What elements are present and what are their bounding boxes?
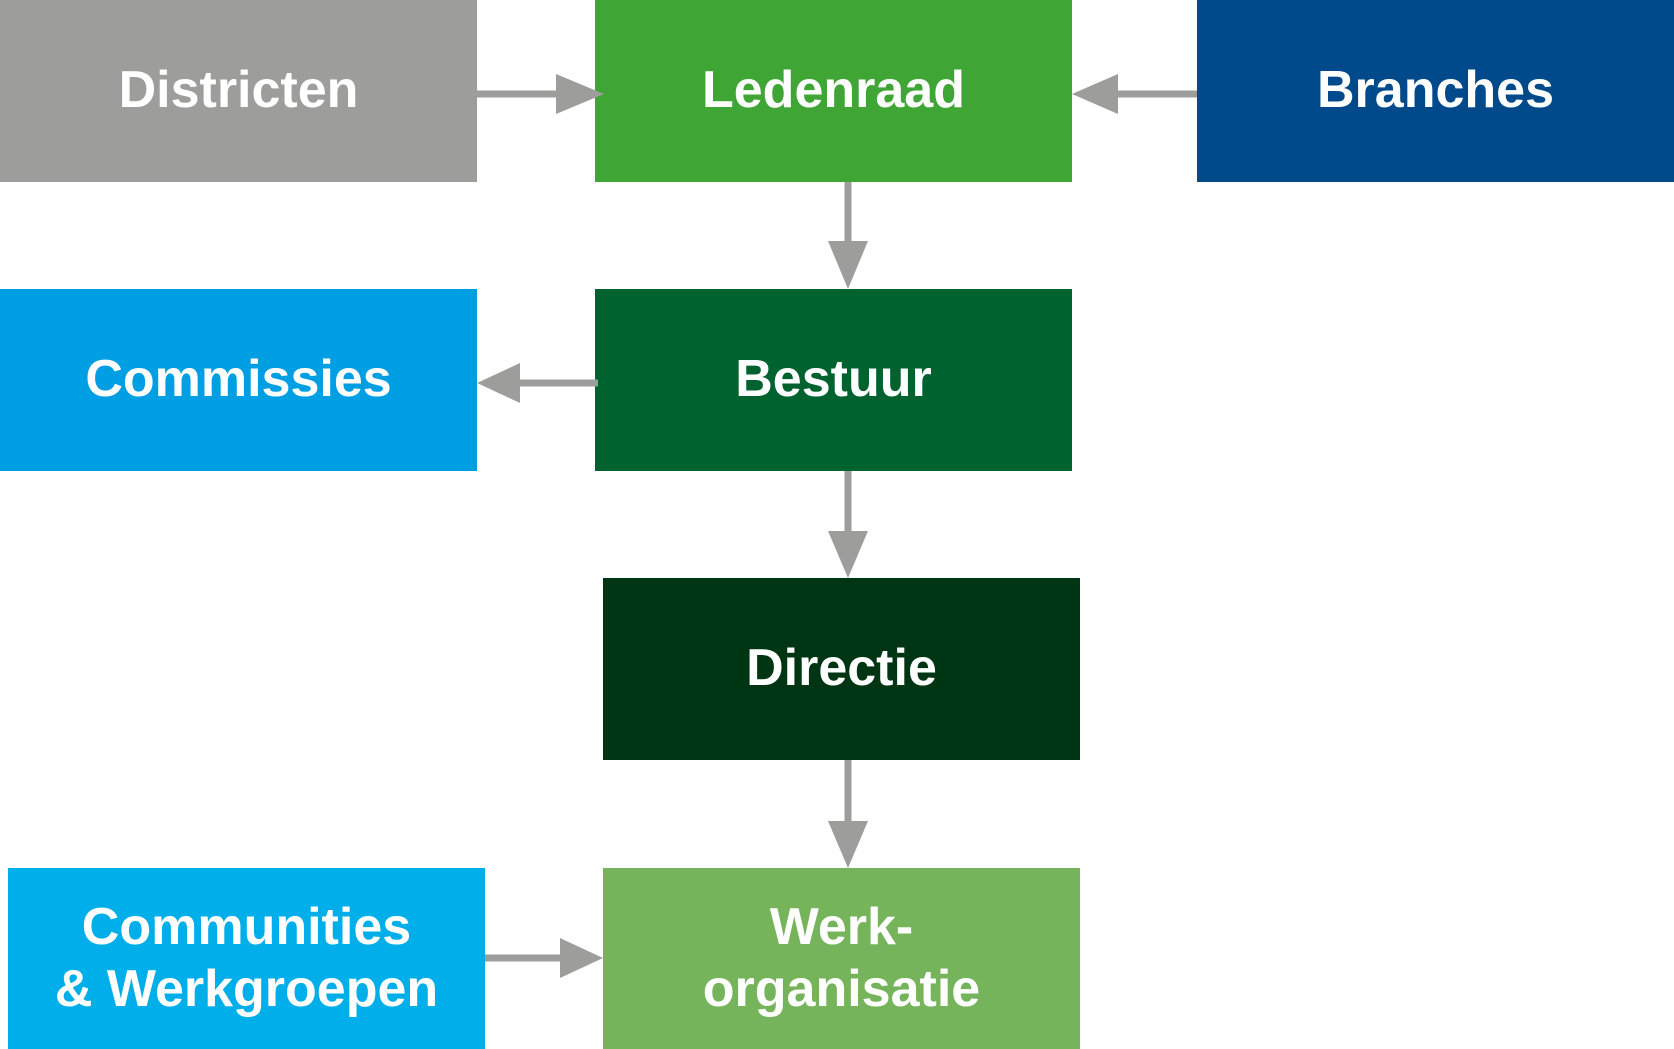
node-commissies: Commissies (0, 289, 477, 471)
arrow-branches-to-ledenraad (1072, 74, 1197, 114)
node-commissies-label: Commissies (85, 350, 392, 409)
node-directie: Directie (603, 578, 1080, 760)
node-ledenraad-label: Ledenraad (702, 61, 965, 120)
node-bestuur-label: Bestuur (735, 350, 932, 409)
arrow-bestuur-to-commissies (477, 363, 598, 403)
node-werkorganisatie-label-line1: Werk- (769, 898, 914, 957)
node-districten: Districten (0, 0, 477, 182)
arrow-communities-to-werkorganisatie (485, 938, 603, 978)
arrow-bestuur-to-directie (828, 471, 868, 578)
arrow-districten-to-ledenraad (477, 74, 604, 114)
node-werkorganisatie: Werk- organisatie (603, 868, 1080, 1049)
node-directie-label: Directie (746, 639, 937, 698)
node-ledenraad: Ledenraad (595, 0, 1072, 182)
node-communities-werkgroepen: Communities & Werkgroepen (8, 868, 485, 1049)
arrow-ledenraad-to-bestuur (828, 182, 868, 289)
arrow-directie-to-werkorganisatie (828, 760, 868, 868)
node-bestuur: Bestuur (595, 289, 1072, 471)
node-districten-label: Districten (118, 61, 359, 120)
node-werkorganisatie-label-line2: organisatie (702, 959, 981, 1018)
node-communities-label-line2: & Werkgroepen (54, 959, 439, 1018)
node-communities-label-line1: Communities (81, 898, 412, 957)
node-branches-label: Branches (1317, 61, 1554, 120)
node-branches: Branches (1197, 0, 1674, 182)
